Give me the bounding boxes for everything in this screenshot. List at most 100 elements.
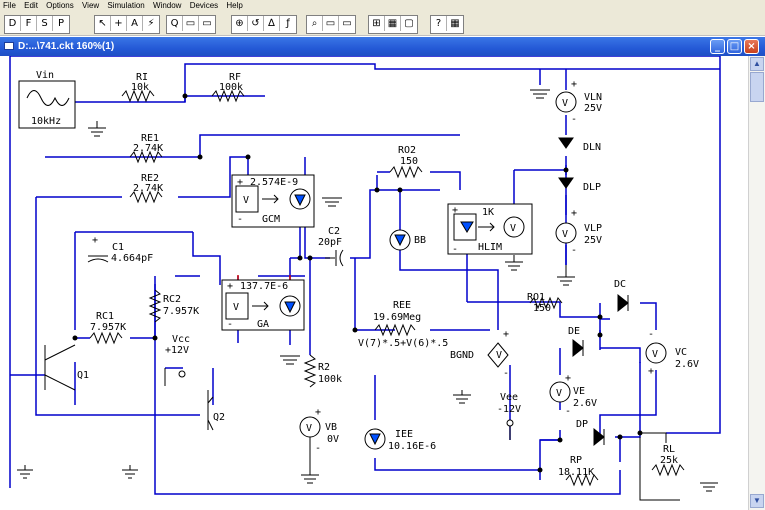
ga-plus: + [227,281,233,292]
rc1-label: RC1 [96,311,114,322]
mirror-icon[interactable]: ∆ [264,16,280,31]
gcm-plus: + [237,177,243,188]
vln-plus: + [571,79,577,90]
menu-window[interactable]: Window [153,1,182,10]
menu-help[interactable]: Help [226,1,243,10]
vb-value: 0V [327,434,339,445]
rl-value: 25k [660,455,678,466]
scroll-down-icon[interactable]: ▼ [750,494,764,508]
ri-value: 10k [131,82,149,93]
bgnd-minus: - [503,368,509,379]
hlim-value: 1K [482,207,494,218]
vb-minus: - [315,443,321,454]
help-icon[interactable]: ? [431,16,447,31]
scroll-up-icon[interactable]: ▲ [750,57,764,71]
ri-label: RI [136,72,148,83]
schematic-drawing: Vin 10kHz RI 10k RF 100k RE1 2.74K RE2 2… [9,56,721,501]
bb-label: BB [414,235,426,246]
re2-value: 2.74K [133,183,163,194]
menu-view[interactable]: View [81,1,100,10]
window-titlebar[interactable]: D:...\741.ckt 160%(1) _ □ × [0,37,765,56]
vc-minus: - [648,329,654,340]
vcc-label: Vcc [172,334,190,345]
maximize-button[interactable]: □ [727,39,742,54]
iee-value: 10.16E-6 [388,441,436,452]
window-icon [4,42,14,50]
flag-icon[interactable]: ⚡ [147,18,155,29]
menu-devices[interactable]: Devices [189,1,219,10]
open-folder-icon[interactable]: F [21,16,37,31]
re2-label: RE2 [141,173,159,184]
component-labels: Vin 10kHz RI 10k RF 100k RE1 2.74K RE2 2… [31,70,699,478]
close-button[interactable]: × [744,39,759,54]
wires [9,56,721,501]
component-symbols [17,80,718,492]
current-source-fills [284,137,574,446]
find-icon[interactable]: ⌕ [307,16,323,31]
view-toolbar-group: ⊞ ▦ ▢ [368,15,418,34]
ree-label: REE [393,300,411,311]
box-icon[interactable]: ▢ [404,18,414,29]
wire-junctions [72,93,643,473]
window-title: D:...\741.ckt 160%(1) [18,41,115,52]
new-file-icon[interactable]: D [5,16,21,31]
ga-label: GA [257,319,269,330]
pin-icon[interactable]: ⊞ [369,16,385,31]
vln-value: 25V [584,103,602,114]
print-icon[interactable]: P [57,18,65,29]
rp-label: RP [570,455,582,466]
schematic-canvas[interactable]: Vin 10kHz RI 10k RF 100k RE1 2.74K RE2 2… [0,56,748,510]
re1-value: 2.74K [133,143,163,154]
vertical-scrollbar[interactable]: ▲ ▼ [748,56,765,510]
bgnd-v: V [496,350,502,361]
scroll-thumb[interactable] [750,72,764,102]
gcm-label: GCM [262,214,280,225]
help-toolbar-group: ? ▦ [430,15,464,34]
wire-cross-icon[interactable]: + [111,16,127,31]
rc1-value: 7.957K [90,322,126,333]
table-icon[interactable]: ▦ [385,16,401,31]
vb-v: V [306,423,312,434]
r2-label: R2 [318,362,330,373]
nodes-icon[interactable]: ▭ [323,16,339,31]
dc-label: DC [614,279,626,290]
rotate-icon[interactable]: ↺ [248,16,264,31]
ree-value: 19.69Meg [373,312,421,323]
rl-label: RL [663,444,675,455]
ro2-value: 150 [400,156,418,167]
palette-icon[interactable]: ▦ [450,18,460,29]
rc2-label: RC2 [163,294,181,305]
vb-plus: + [315,407,321,418]
bgnd-expression: V(7)*.5+V(6)*.5 [358,338,448,349]
menu-file[interactable]: File [3,1,16,10]
ga-minus: - [227,319,233,330]
vlp-minus: - [571,245,577,256]
text-icon[interactable]: A [127,16,143,31]
menu-options[interactable]: Options [46,1,74,10]
dlp-label: DLP [583,182,601,193]
run-icon[interactable]: ƒ [286,18,290,29]
c2-value: 20pF [318,237,342,248]
ve-v: V [556,388,562,399]
minimize-button[interactable]: _ [710,39,725,54]
ga-value: 137.7E-6 [240,281,288,292]
probe-icon[interactable]: ⊕ [232,16,248,31]
hlim-plus: + [452,205,458,216]
ro2-label: RO2 [398,145,416,156]
re1-label: RE1 [141,133,159,144]
c2-label: C2 [328,226,340,237]
window-icon[interactable]: ▭ [183,16,199,31]
menu-simulation[interactable]: Simulation [107,1,145,10]
toolbar: D F S P ↖ + A ⚡ Q ▭ ▭ ⊕ ↺ ∆ ƒ ⌕ ▭ ▭ ⊞ ▦ … [0,12,765,36]
pointer-icon[interactable]: ↖ [95,16,111,31]
hlim-minus: - [452,244,458,255]
window2-icon[interactable]: ▭ [202,18,212,29]
vcc-value: +12V [165,345,189,356]
menu-edit[interactable]: Edit [24,1,38,10]
grid-icon[interactable]: ▭ [342,18,352,29]
ve-label: VE [573,386,585,397]
zoom-icon[interactable]: Q [167,16,183,31]
hlim-label: HLIM [478,242,502,253]
save-disk-icon[interactable]: S [37,16,53,31]
vlp-v: V [562,229,568,240]
